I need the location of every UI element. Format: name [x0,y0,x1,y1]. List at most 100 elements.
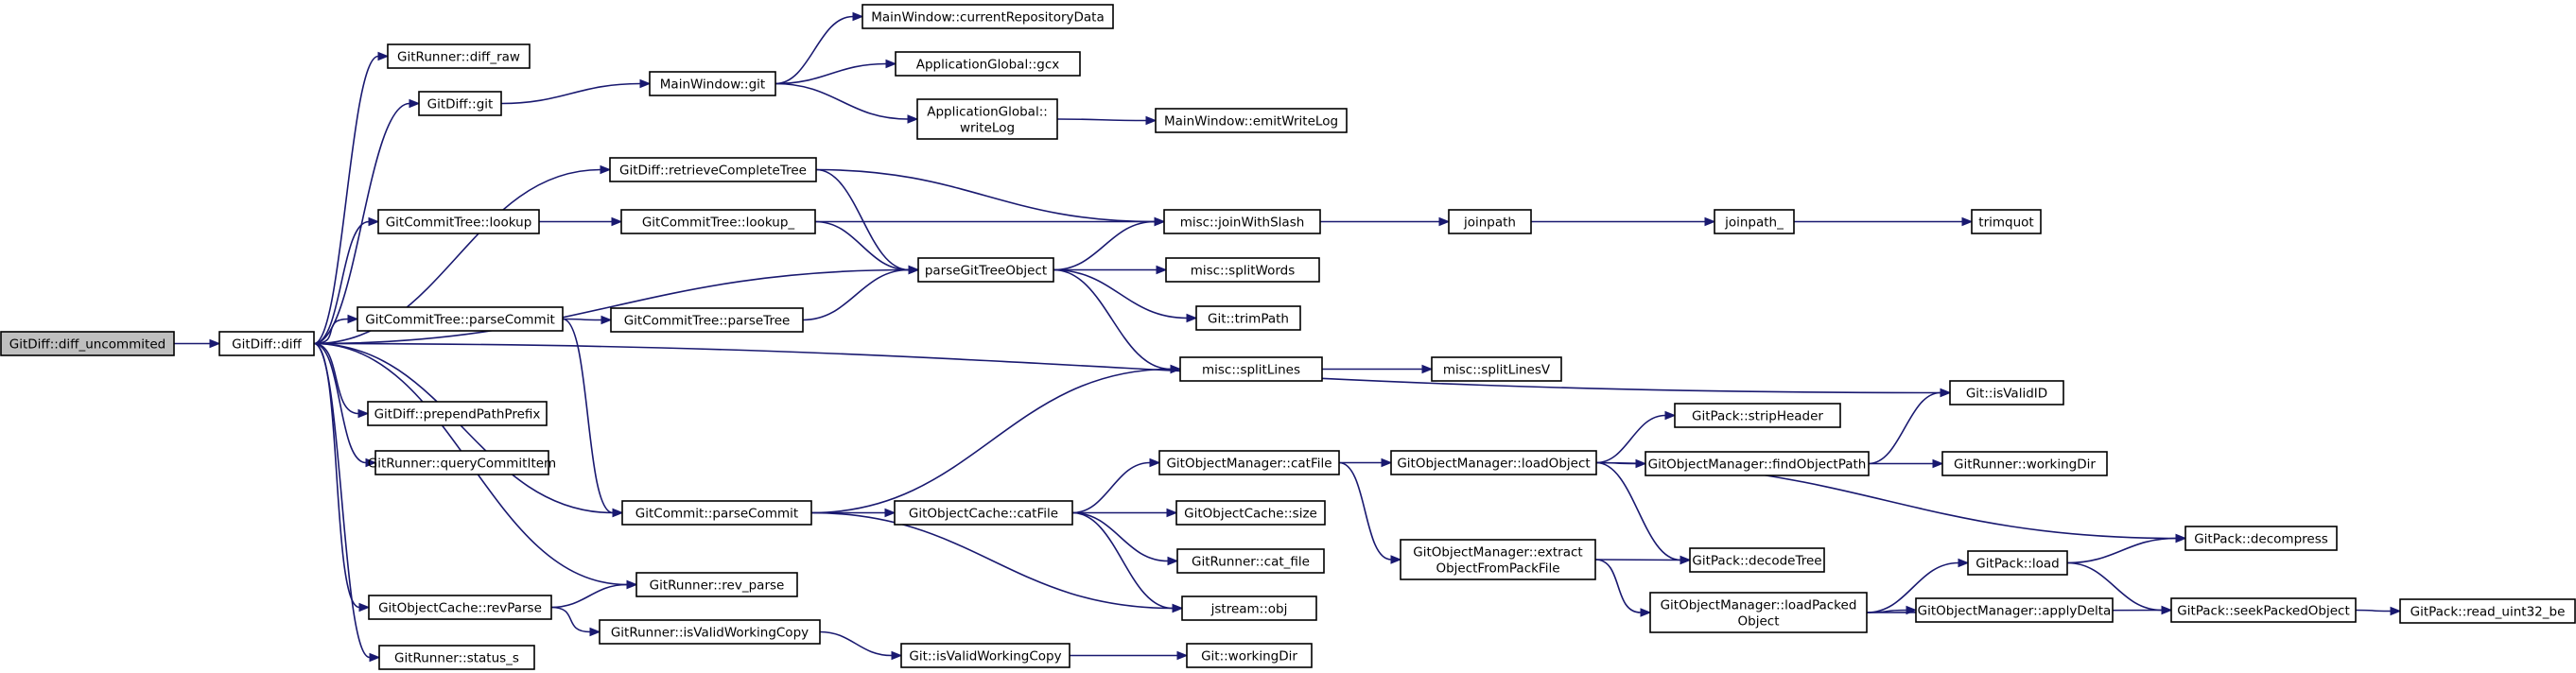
node-gitcommit-parsecommit[interactable]: GitCommit::parseCommit [621,500,812,526]
node-gitcommittree-parsecommit[interactable]: GitCommitTree::parseCommit [357,306,564,332]
node-applicationglobal-writelog[interactable]: ApplicationGlobal::writeLog [916,98,1058,140]
node-label: Git::workingDir [1201,649,1297,664]
node-box [1165,257,1320,283]
edge-arrowhead [612,508,624,518]
node-box [1195,305,1301,331]
node-gitdiff-diff[interactable]: GitDiff::diff [218,331,315,356]
node-box [378,645,535,670]
edge-line [1053,268,1188,319]
node-gitpack-stripheader[interactable]: GitPack::stripHeader [1674,403,1841,428]
node-label: GitRunner::cat_file [1192,555,1310,570]
node-gitpack-seekpackedobject[interactable]: GitPack::seekPackedObject [2170,597,2357,623]
node-misc-joinwithslash[interactable]: misc::joinWithSlash [1163,209,1321,234]
edge-line [313,342,371,659]
edge-arrowhead [1170,364,1182,374]
node-gitdiff-retrievecompletetree[interactable]: GitDiff::retrieveCompleteTree [609,157,817,182]
node-box [1448,209,1532,234]
edge-n28-n37 [1595,461,1692,565]
edge-line [550,583,628,609]
node-gitobjectcache-revparse[interactable]: GitObjectCache::revParse [368,595,552,620]
edge-n1-n9 [313,164,612,345]
node-gitpack-load[interactable]: GitPack::load [1967,550,2068,576]
node-gitrunner-rev-parse[interactable]: GitRunner::rev_parse [635,572,798,597]
node-gitrunner-cat-file[interactable]: GitRunner::cat_file [1176,548,1325,574]
edge-n28-n25 [1595,410,1677,464]
node-git-workingdir[interactable]: Git::workingDir [1186,643,1313,668]
node-box [1971,209,2042,234]
edge-n35-n37 [1594,555,1692,565]
node-label: MainWindow::emitWriteLog [1164,114,1338,129]
node-misc-splitlines[interactable]: misc::splitLines [1179,356,1323,382]
node-gitcommittree-lookup[interactable]: GitCommitTree::lookup_ [620,209,816,234]
node-label: GitCommit::parseCommit [635,507,798,522]
node-mainwindow-emitwritelog[interactable]: MainWindow::emitWriteLog [1155,108,1348,133]
edge-n40-n46 [550,606,601,637]
node-label: GitRunner::diff_raw [397,50,520,65]
node-gitobjectmanager-catfile[interactable]: GitObjectManager::catFile [1158,450,1340,475]
node-box [387,43,531,69]
node-gitrunner-querycommititem[interactable]: GitRunner::queryCommitItem [368,450,556,475]
node-label: joinpath_ [1724,216,1784,231]
edge-n23-n24 [1322,364,1434,374]
edge-n1-n14 [313,216,380,345]
node-gitobjectmanager-loadobject[interactable]: GitObjectManager::loadObject [1390,450,1597,475]
node-gitcommittree-parsetree[interactable]: GitCommitTree::parseTree [610,307,804,333]
node-gitobjectcache-size[interactable]: GitObjectCache::size [1175,500,1326,526]
node-gitobjectmanager-findobjectpath[interactable]: GitObjectManager::findObjectPath [1645,451,1870,476]
node-box [1674,403,1841,428]
node-git-isvalidworkingcopy[interactable]: Git::isValidWorkingCopy [900,643,1070,668]
node-git-isvalidid[interactable]: Git::isValidID [1949,380,2064,406]
node-gitrunner-workingdir[interactable]: GitRunner::workingDir [1941,451,2108,476]
node-box [1949,380,2064,406]
node-gitobjectmanager-applydelta[interactable]: GitObjectManager::applyDelta [1915,597,2114,623]
edge-arrowhead [1932,458,1944,469]
edge-arrowhead [1421,364,1434,374]
edge-line [313,168,601,345]
node-gitdiff-git[interactable]: GitDiff::git [418,91,502,116]
node-joinpath[interactable]: joinpath_ [1714,209,1795,234]
edge-n10-n11 [1320,216,1451,227]
edge-line [815,168,1156,223]
node-label: MainWindow::git [660,78,765,93]
node-gitobjectmanager-extractobjectfrompackfile[interactable]: GitObjectManager::extractObjectFromPackF… [1400,539,1596,580]
edge-line [1594,559,1642,613]
edge-arrowhead [600,315,613,325]
node-gitrunner-diff-raw[interactable]: GitRunner::diff_raw [387,43,531,69]
edge-n31-n23 [810,364,1182,514]
node-gitrunner-status-s[interactable]: GitRunner::status_s [378,645,535,670]
node-mainwindow-currentrepositorydata[interactable]: MainWindow::currentRepositoryData [862,4,1114,29]
node-gitdiff-diff-uncommited[interactable]: GitDiff::diff_uncommited [0,331,175,356]
node-gitpack-read-uint32-be[interactable]: GitPack::read_uint32_be [2399,598,2576,624]
node-box [368,595,552,620]
node-box [916,98,1058,140]
node-jstream-obj[interactable]: jstream::obj [1181,595,1317,621]
node-gitpack-decodetree[interactable]: GitPack::decodeTree [1689,547,1825,573]
edge-arrowhead [1186,313,1198,323]
node-box [635,572,798,597]
node-label: misc::joinWithSlash [1180,216,1305,231]
node-gitrunner-isvalidworkingcopy[interactable]: GitRunner::isValidWorkingCopy [599,619,821,645]
node-gitobjectcache-catfile[interactable]: GitObjectCache::catFile [894,500,1073,526]
node-mainwindow-git[interactable]: MainWindow::git [649,71,776,96]
node-misc-splitlinesv[interactable]: misc::splitLinesV [1431,356,1562,382]
node-git-trimpath[interactable]: Git::trimPath [1195,305,1301,331]
edge-n15-n10 [815,216,1166,227]
edge-arrowhead [1145,115,1157,126]
edge-line [775,15,854,85]
edge-arrowhead [409,98,421,109]
node-label: GitObjectManager::applyDelta [1918,604,2112,619]
node-gitcommittree-lookup[interactable]: GitCommitTree::lookup [377,209,540,234]
node-label: joinpath [1463,216,1516,231]
node-label: ApplicationGlobal::gcx [916,58,1060,73]
node-gitpack-decompress[interactable]: GitPack::decompress [2184,526,2338,551]
node-joinpath[interactable]: joinpath [1448,209,1532,234]
node-parsegittreeobject[interactable]: parseGitTreeObject [917,257,1054,283]
node-gitdiff-prependpathprefix[interactable]: GitDiff::prependPathPrefix [367,401,548,426]
node-label: Object [1738,614,1780,630]
edge-n0-n1 [173,338,221,349]
node-applicationglobal-gcx[interactable]: ApplicationGlobal::gcx [895,51,1081,77]
node-misc-splitwords[interactable]: misc::splitWords [1165,257,1320,283]
node-trimquot[interactable]: trimquot [1971,209,2042,234]
edge-n4-n7 [775,82,919,124]
